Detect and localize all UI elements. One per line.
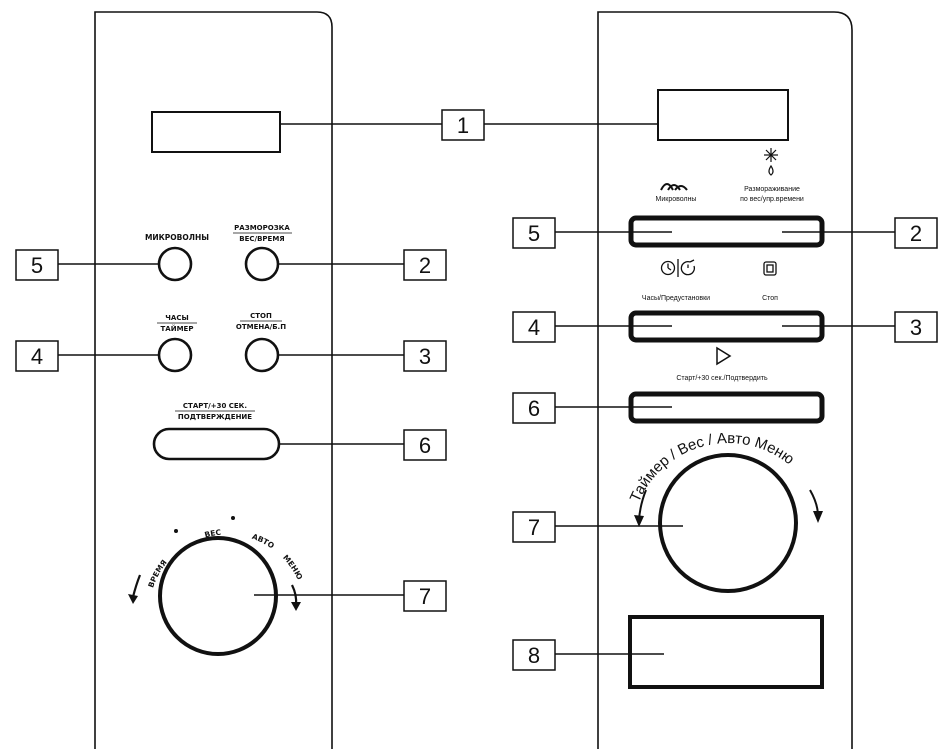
left-microwave-label: МИКРОВОЛНЫ bbox=[145, 233, 209, 242]
callout-5-right-number: 5 bbox=[528, 221, 540, 246]
right-area-8 bbox=[628, 615, 824, 689]
right-display-window bbox=[657, 89, 789, 141]
left-stop-label-line1: СТОП bbox=[250, 312, 272, 320]
callout-3-left-number: 3 bbox=[419, 344, 431, 369]
callout-3-left-box bbox=[403, 340, 447, 372]
left-start-label-line1: СТАРТ/+30 СЕК. bbox=[183, 402, 247, 410]
callout-5-left-number: 5 bbox=[31, 253, 43, 278]
callout-5-right-box bbox=[512, 217, 556, 249]
left-start-label-line2: ПОДТВЕРЖДЕНИЕ bbox=[178, 413, 252, 421]
callout-6-left-number: 6 bbox=[419, 433, 431, 458]
left-panel-outline bbox=[94, 11, 333, 749]
callout-2-left-box bbox=[403, 249, 447, 281]
right-dial-arrowhead-right-icon bbox=[813, 511, 823, 523]
timer-icon bbox=[680, 259, 696, 276]
left-dial-arrow-left-icon bbox=[131, 574, 142, 598]
right-dial-knob[interactable] bbox=[658, 453, 798, 593]
left-defrost-label-line2: ВЕС/ВРЕМЯ bbox=[239, 235, 284, 243]
callout-2-right-number: 2 bbox=[910, 221, 922, 246]
snowflake-drop-icon bbox=[764, 148, 778, 176]
left-dial-auto-label: АВТО bbox=[251, 532, 276, 551]
left-dial-menu-text: МЕНЮ bbox=[281, 553, 304, 582]
callout-4-right-box bbox=[512, 311, 556, 343]
callout-8-box bbox=[512, 639, 556, 671]
left-defrost-label-line1: РАЗМОРОЗКА bbox=[234, 224, 290, 232]
callout-6-right-number: 6 bbox=[528, 396, 540, 421]
right-defrost-label-line1: Размораживание bbox=[744, 186, 800, 193]
left-clock-label-line1: ЧАСЫ bbox=[165, 314, 188, 322]
left-stop-label-line2: ОТМЕНА/Б.П bbox=[236, 323, 286, 331]
left-dial-arrowhead-right-icon bbox=[291, 602, 301, 611]
callout-3-right-box bbox=[894, 311, 938, 343]
left-dial-weight-label: ВЕС bbox=[204, 528, 222, 540]
callout-4-left-box bbox=[15, 340, 59, 372]
left-defrost-button[interactable] bbox=[244, 246, 280, 282]
left-display-window bbox=[151, 111, 281, 153]
microwave-waves-icon bbox=[660, 183, 688, 191]
callout-1-number: 1 bbox=[457, 113, 469, 138]
callout-2-left-number: 2 bbox=[419, 253, 431, 278]
left-dial-dot-1 bbox=[174, 529, 178, 533]
right-stop-label: Стоп bbox=[762, 295, 778, 302]
right-dial-arrowhead-left-icon bbox=[634, 515, 644, 527]
callout-7-left-number: 7 bbox=[419, 584, 431, 609]
left-clock-button[interactable] bbox=[157, 337, 193, 373]
callout-3-right-number: 3 bbox=[910, 315, 922, 340]
callout-8-number: 8 bbox=[528, 643, 540, 668]
left-dial-dot-2 bbox=[231, 516, 235, 520]
clock-icon bbox=[660, 260, 676, 276]
left-dial-weight-text: ВЕС bbox=[204, 528, 222, 540]
stop-icon bbox=[763, 261, 777, 276]
left-stop-button[interactable] bbox=[244, 337, 280, 373]
left-dial-menu-label: МЕНЮ bbox=[281, 553, 304, 582]
left-dial-auto-text: АВТО bbox=[251, 532, 276, 551]
callout-7-right-box bbox=[512, 511, 556, 543]
right-start-label: Старт/+30 сек./Подтвердить bbox=[676, 375, 768, 382]
callout-6-left-box bbox=[403, 429, 447, 461]
right-clock-label: Часы/Предустановки bbox=[642, 295, 710, 302]
left-microwave-button[interactable] bbox=[157, 246, 193, 282]
left-dial-knob[interactable] bbox=[158, 536, 278, 656]
callout-4-left-number: 4 bbox=[31, 344, 43, 369]
callout-4-right-number: 4 bbox=[528, 315, 540, 340]
right-panel-outline bbox=[597, 11, 853, 749]
callout-7-left-box bbox=[403, 580, 447, 612]
right-microwave-label: Микроволны bbox=[656, 196, 697, 203]
left-start-button[interactable] bbox=[152, 427, 281, 461]
callout-2-right-box bbox=[894, 217, 938, 249]
play-icon bbox=[716, 346, 732, 366]
left-dial-arrowhead-left-icon bbox=[128, 594, 138, 604]
callout-1-box bbox=[441, 109, 485, 141]
callout-7-right-number: 7 bbox=[528, 515, 540, 540]
callout-5-left-box bbox=[15, 249, 59, 281]
callout-6-right-box bbox=[512, 392, 556, 424]
right-defrost-label-line2: по вес/упр.времени bbox=[740, 196, 804, 203]
left-clock-label-line2: ТАЙМЕР bbox=[161, 324, 194, 333]
